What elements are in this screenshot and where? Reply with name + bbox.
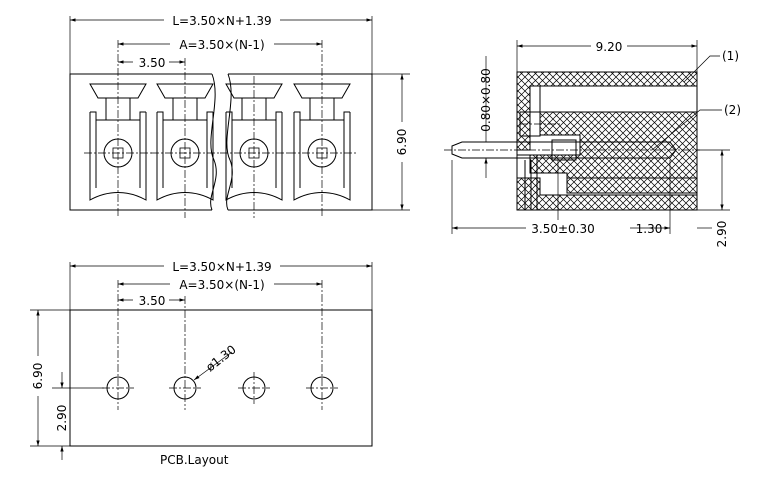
side-view: 9.20 0.80×0.80 3.50±0.30 1.30 2.90 (1) (…	[444, 38, 741, 247]
housing-outline	[516, 71, 698, 211]
front-dim-span: A=3.50×(N-1)	[179, 38, 264, 52]
pcb-outline	[69, 309, 373, 447]
pcb-caption: PCB.Layout	[160, 453, 229, 467]
break-line-2	[226, 73, 233, 211]
pcb-hole	[102, 376, 134, 400]
terminal-unit	[288, 83, 356, 201]
front-dim-overall: L=3.50×N+1.39	[172, 14, 271, 28]
front-body-outline	[69, 73, 373, 211]
side-dim-pin-section: 0.80×0.80	[479, 68, 493, 132]
pcb-dim-hole-height: 2.90	[55, 405, 69, 432]
side-dim-pin-offset: 3.50±0.30	[531, 222, 595, 236]
pcb-dim-overall: L=3.50×N+1.39	[172, 260, 271, 274]
pcb-hole	[169, 376, 201, 400]
pin	[451, 141, 677, 159]
side-dim-length: 9.20	[596, 40, 623, 54]
pcb-hole	[306, 376, 338, 400]
callout-1: (1)	[722, 49, 739, 63]
side-dim-pin-height: 2.90	[715, 221, 729, 248]
front-view: L=3.50×N+1.39 A=3.50×(N-1) 3.50 6.90	[69, 12, 410, 218]
pcb-layout-view: L=3.50×N+1.39 A=3.50×(N-1) 3.50 ø1.30 6.…	[30, 258, 373, 467]
pcb-dim-pitch: 3.50	[139, 294, 166, 308]
front-dim-height: 6.90	[395, 129, 409, 156]
pcb-dim-height: 6.90	[31, 363, 45, 390]
front-dim-pitch: 3.50	[139, 56, 166, 70]
pcb-hole	[238, 372, 270, 404]
break-line	[210, 73, 217, 211]
pcb-dim-span: A=3.50×(N-1)	[179, 278, 264, 292]
side-dim-pin-tail: 1.30	[636, 222, 663, 236]
callout-2: (2)	[724, 103, 741, 117]
pcb-dim-hole: ø1.30	[203, 342, 238, 374]
